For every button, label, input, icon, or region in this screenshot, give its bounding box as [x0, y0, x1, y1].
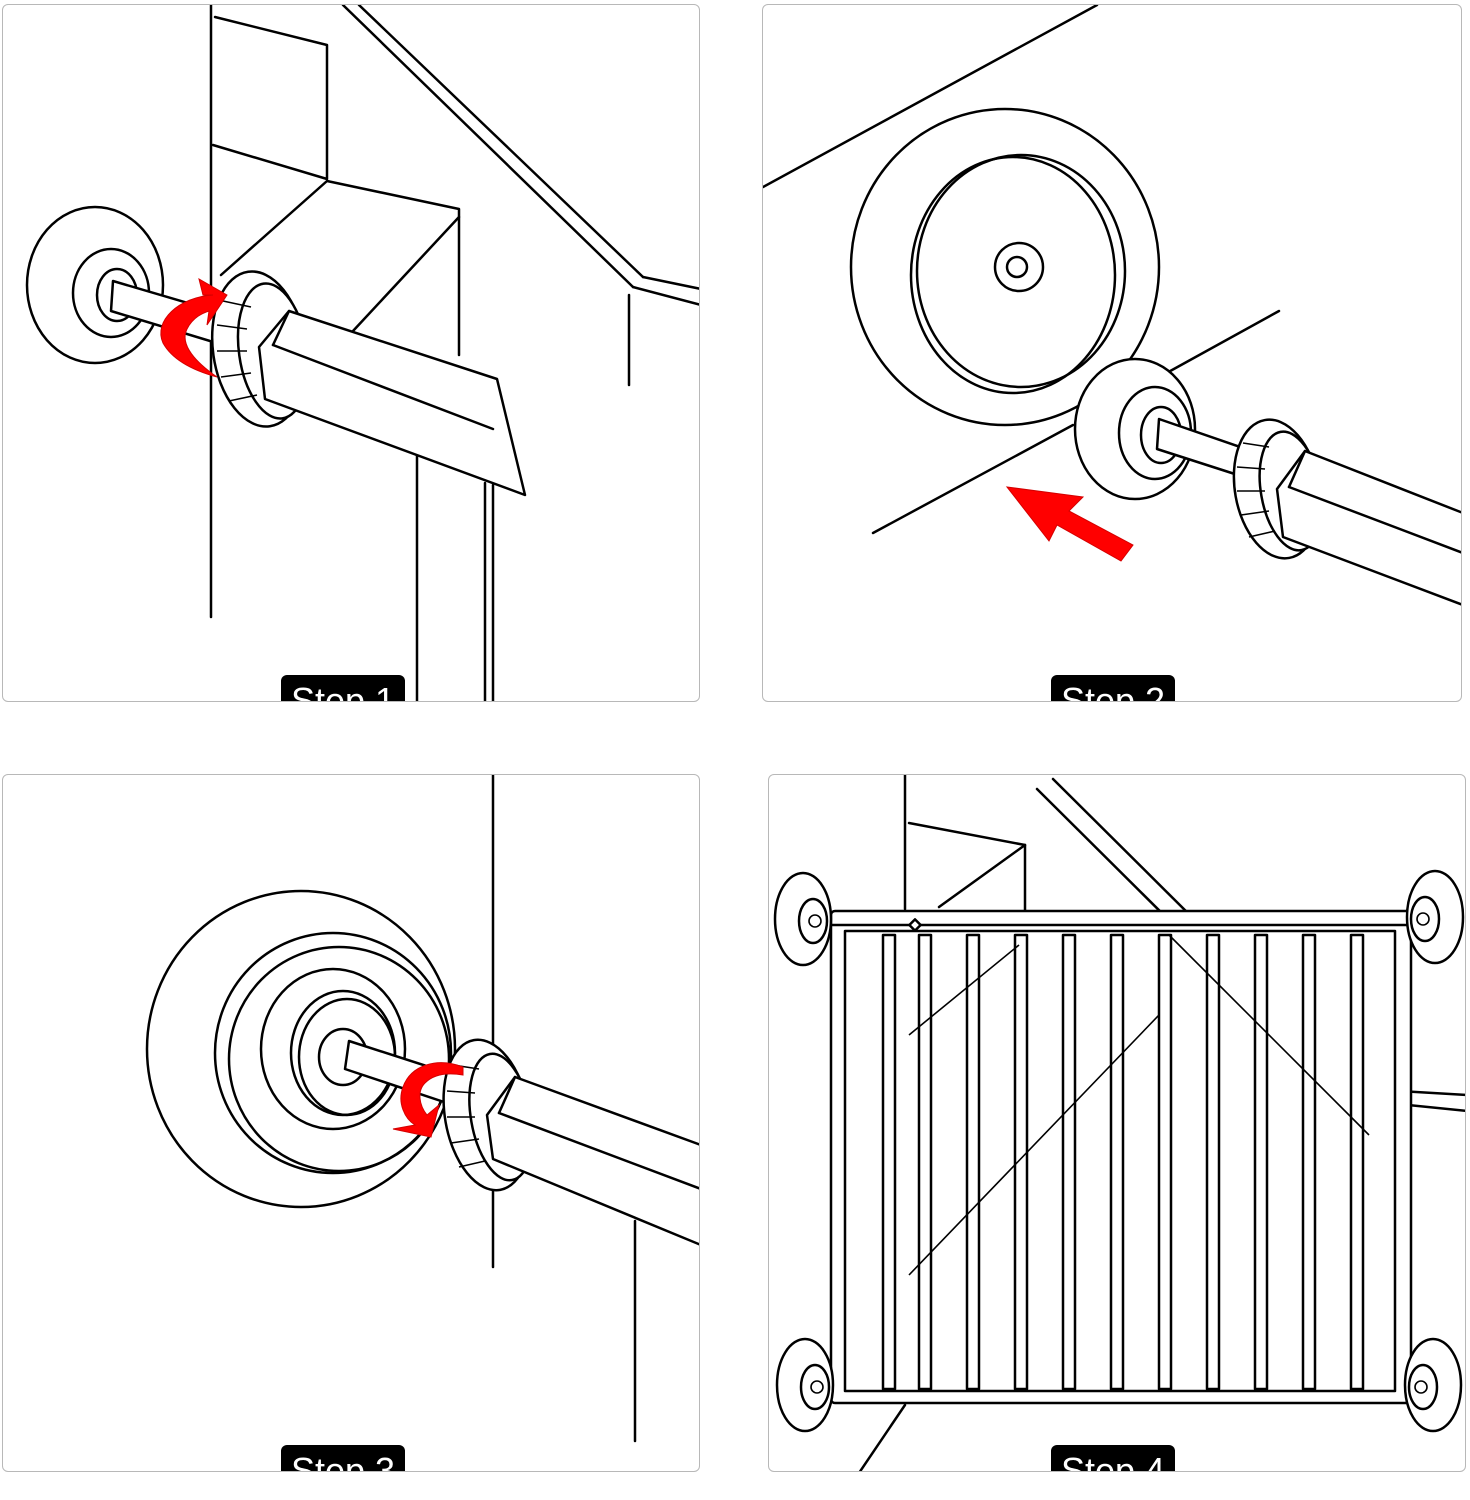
gate-bars	[881, 933, 1365, 1391]
step-4-label: Step 4	[1051, 1445, 1176, 1471]
step-3-label: Step 3	[281, 1445, 406, 1471]
step-3-panel: Step 3	[2, 774, 700, 1472]
rotate-arrow-icon	[392, 1062, 464, 1138]
step-2-panel: Step 2	[762, 4, 1462, 702]
step-2-illustration	[763, 5, 1461, 606]
wall-cup-top-right	[1405, 869, 1465, 965]
wall-cup-bottom-left	[775, 1337, 835, 1433]
step-1-illustration	[25, 5, 699, 701]
step-1-panel: Step 1	[2, 4, 700, 702]
wall-cup-bottom-right	[1403, 1337, 1463, 1433]
push-arrow-icon	[1005, 486, 1134, 562]
step-4-illustration	[773, 775, 1465, 1471]
step-4-panel: Step 4	[768, 774, 1466, 1472]
rotate-arrow-icon	[160, 277, 228, 378]
step-3-illustration	[145, 775, 699, 1443]
wall-cup-top-left	[773, 871, 833, 967]
step-1-label: Step 1	[281, 675, 406, 701]
step-2-label: Step 2	[1051, 675, 1176, 701]
